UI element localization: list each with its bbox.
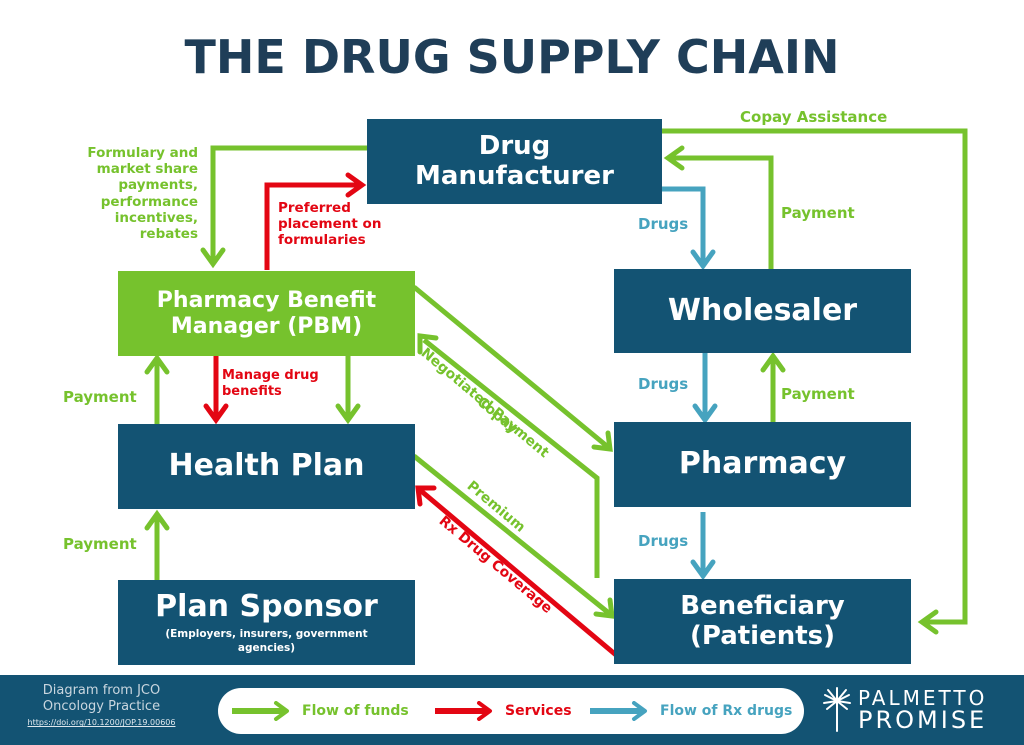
node-health-plan: Health Plan (118, 424, 415, 509)
arrowhead-rx-coverage (415, 485, 437, 507)
arrow-copay-assistance (662, 128, 968, 625)
node-pharmacy-label: Pharmacy (678, 446, 847, 482)
arrowhead-manage-benefits (203, 403, 229, 425)
node-manufacturer-line1: Drug (478, 130, 551, 161)
label-formulary-rebates: Formulary and market share payments, per… (40, 145, 198, 242)
node-plan-sponsor-sublabel: (Employers, insurers, government agencie… (165, 627, 368, 654)
label-line: formularies (278, 232, 366, 249)
arrowhead-wholesaler-payment (663, 145, 685, 171)
legend-arrow-red-icon (435, 701, 492, 721)
label-line: benefits (222, 383, 282, 399)
arrow-manufacturer-drugs (662, 186, 706, 262)
page-title: THE DRUG SUPPLY CHAIN (184, 30, 840, 84)
node-health-plan-label: Health Plan (168, 448, 365, 484)
node-plan-sponsor: Plan Sponsor (Employers, insurers, gover… (118, 580, 415, 665)
arrow-formulary-payments (210, 145, 368, 262)
arrowhead-formulary (200, 247, 226, 269)
credit-line2: Oncology Practice (42, 698, 161, 714)
legend-label-funds: Flow of funds (302, 703, 409, 719)
label-healthplan-payment: Payment (63, 388, 137, 406)
arrowhead-copay-assistance (917, 609, 939, 635)
node-beneficiary-line1: Beneficiary (680, 590, 845, 621)
label-copay-assistance: Copay Assistance (740, 108, 888, 126)
palmetto-promise-logo: PALMETTO PROMISE (822, 684, 987, 736)
node-pbm: Pharmacy Benefit Manager (PBM) (118, 271, 415, 356)
node-pharmacy: Pharmacy (614, 422, 911, 507)
node-wholesaler: Wholesaler (614, 269, 911, 353)
label-pharmacy-payment: Payment (781, 385, 855, 403)
node-drug-manufacturer: Drug Manufacturer (367, 119, 662, 204)
arrowhead-pharmacy-payment (760, 351, 786, 373)
label-line: Formulary and (87, 145, 198, 161)
arrow-preferred-placement (264, 182, 358, 270)
arrowhead-pharmacy-drugs (690, 559, 716, 581)
label-line: incentives, (114, 209, 198, 226)
arrowhead-copay (417, 333, 439, 355)
arrow-rx-coverage (418, 488, 618, 657)
brand-line2: PROMISE (858, 706, 988, 734)
arrow-copay (422, 338, 600, 578)
node-pbm-line1: Pharmacy Benefit (156, 288, 377, 314)
legend-item-rx-drugs: Flow of Rx drugs (588, 688, 792, 734)
arrow-negotiated-payment (412, 285, 610, 449)
label-preferred-placement: Preferred placement on formularies (278, 200, 381, 249)
label-pharmacy-drugs: Drugs (638, 532, 689, 550)
label-line: Manage drug (222, 368, 319, 383)
node-manufacturer-line2: Manufacturer (415, 160, 614, 191)
arrowhead-manufacturer-drugs (690, 249, 716, 271)
arrow-wholesaler-payment (672, 155, 774, 270)
node-wholesaler-label: Wholesaler (667, 292, 858, 328)
label-line: market share (96, 161, 198, 178)
arrowhead-wholesaler-drugs (692, 403, 718, 425)
arrowhead-preferred (345, 172, 367, 198)
legend-item-funds: Flow of funds (230, 688, 409, 734)
node-beneficiary: Beneficiary (Patients) (614, 579, 911, 664)
label-line: Preferred (278, 200, 351, 216)
label-line: performance (100, 193, 198, 210)
palmetto-tree-icon (823, 687, 851, 732)
legend-arrow-green-icon (232, 701, 289, 721)
legend-label-services: Services (505, 703, 572, 719)
arrowhead-premium (593, 597, 615, 619)
legend-item-services: Services (433, 688, 572, 734)
label-manage-benefits: Manage drug benefits (222, 368, 319, 399)
label-wholesaler-payment: Payment (781, 204, 855, 222)
source-doi-link[interactable]: https://doi.org/10.1200/JOP.19.00606 (27, 718, 176, 728)
source-credit: Diagram from JCO Oncology Practice https… (14, 683, 189, 728)
flow-arrows (144, 128, 968, 657)
brand-line1: PALMETTO (858, 686, 988, 710)
label-sponsor-payment: Payment (63, 535, 137, 553)
credit-line1: Diagram from JCO (42, 683, 161, 698)
label-line: placement on (278, 216, 382, 233)
legend-label-rx-drugs: Flow of Rx drugs (660, 703, 793, 719)
label-wholesaler-drugs: Drugs (638, 375, 689, 393)
legend: Flow of funds Services Flow of Rx drugs (218, 688, 804, 734)
arrowhead-healthplan-payment (144, 353, 170, 375)
arrow-premium (412, 454, 612, 616)
label-line: payments, (118, 177, 198, 194)
node-beneficiary-line2: (Patients) (689, 620, 836, 651)
legend-arrow-blue-icon (590, 701, 647, 721)
arrowhead-negotiated-payment (591, 430, 613, 452)
node-pbm-line2: Manager (PBM) (170, 313, 363, 339)
arrowhead-sponsor-payment (144, 509, 170, 531)
arrowhead-pbm-healthplan (335, 403, 361, 425)
node-plan-sponsor-label: Plan Sponsor (155, 589, 378, 625)
label-manufacturer-drugs: Drugs (638, 215, 689, 233)
label-line: rebates (139, 225, 198, 242)
